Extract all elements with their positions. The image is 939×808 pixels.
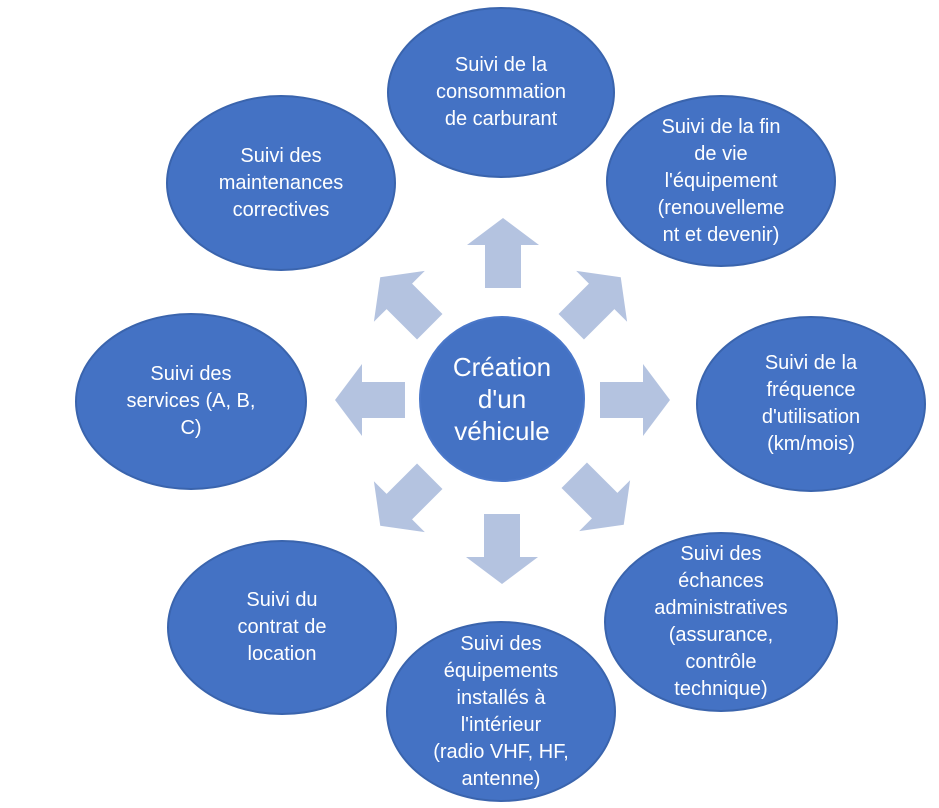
node-fuel-consumption: Suivi de la consommation de carburant	[387, 7, 615, 178]
node-rental-contract-label: Suivi du contrat de location	[237, 589, 327, 665]
arrow-up-left	[373, 270, 443, 340]
node-usage-frequency: Suivi de la fréquence d'utilisation (km/…	[696, 316, 926, 492]
node-end-of-life-label: Suivi de la fin de vie l'équipement (ren…	[657, 115, 785, 246]
arrow-down-right	[561, 462, 631, 532]
arrow-right	[600, 364, 670, 436]
arrow-down	[466, 514, 538, 584]
arrow-up-right	[558, 270, 628, 340]
arrow-down-left	[373, 463, 443, 533]
node-end-of-life: Suivi de la fin de vie l'équipement (ren…	[606, 95, 836, 267]
node-installed-equipment-label: Suivi des équipements installés à l'inté…	[433, 632, 569, 790]
center-node: Création d'un véhicule	[419, 316, 585, 482]
node-administrative-label: Suivi des échances administratives (assu…	[654, 543, 788, 700]
node-fuel-consumption-label: Suivi de la consommation de carburant	[435, 54, 567, 130]
center-node-label: Création d'un véhicule	[452, 352, 552, 446]
node-corrective-maintenance-label: Suivi des maintenances correctives	[218, 144, 344, 221]
node-installed-equipment: Suivi des équipements installés à l'inté…	[386, 621, 616, 802]
node-rental-contract: Suivi du contrat de location	[167, 540, 397, 715]
node-services-label: Suivi des services (A, B, C)	[126, 363, 256, 439]
node-administrative: Suivi des échances administratives (assu…	[604, 532, 838, 712]
arrow-left	[335, 364, 405, 436]
arrow-up	[467, 218, 539, 288]
node-corrective-maintenance: Suivi des maintenances correctives	[166, 95, 396, 271]
node-usage-frequency-label: Suivi de la fréquence d'utilisation (km/…	[761, 352, 861, 455]
node-services: Suivi des services (A, B, C)	[75, 313, 307, 490]
